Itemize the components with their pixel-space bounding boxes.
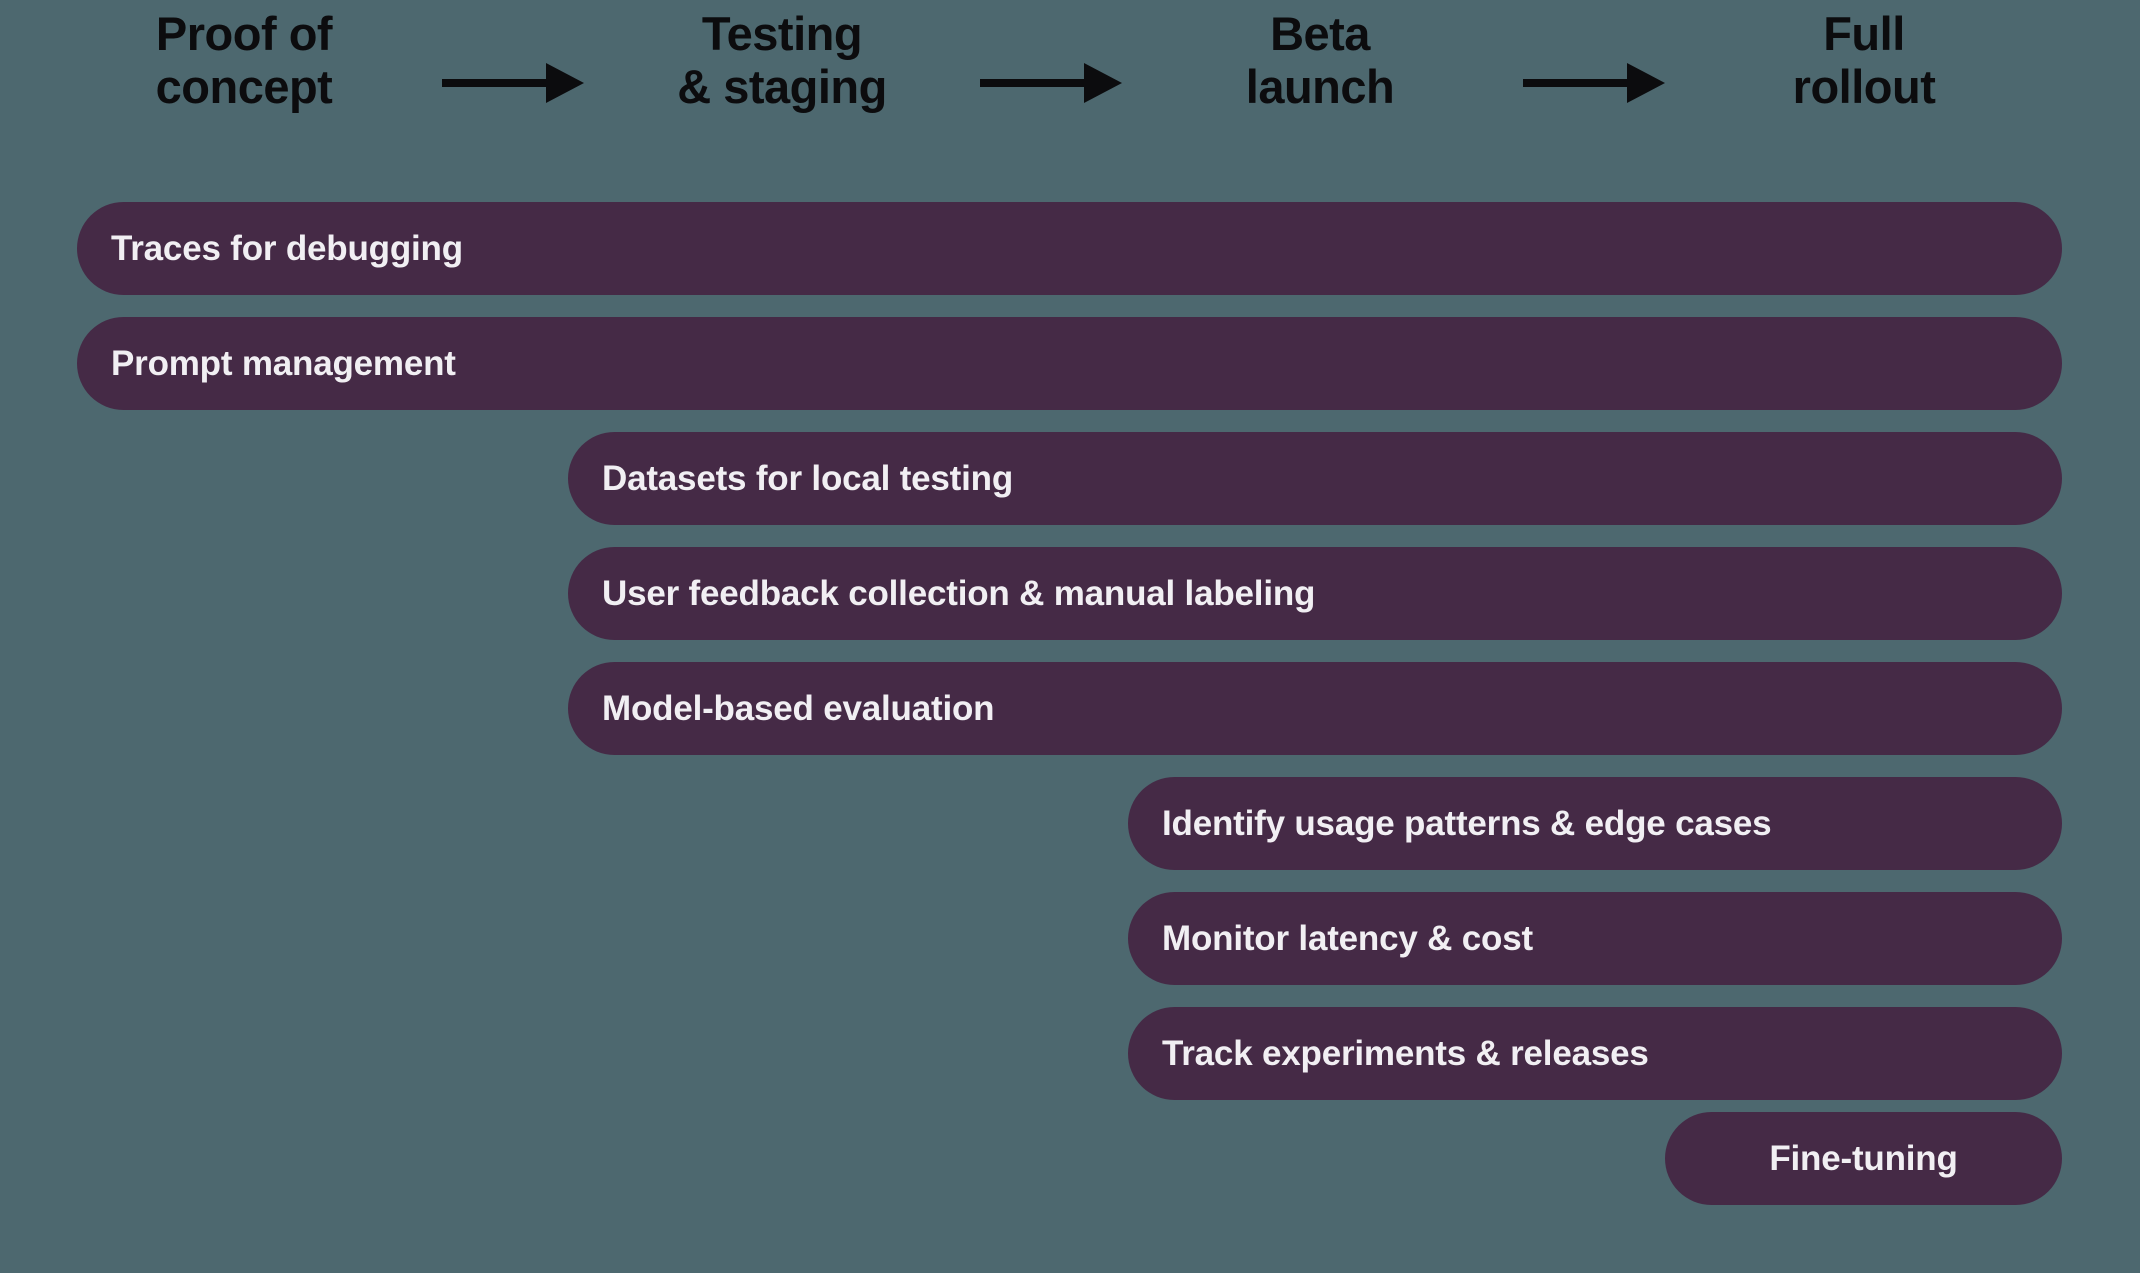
capability-pill-label: User feedback collection & manual labeli… — [602, 574, 1316, 613]
stage-full-rollout: Full rollout — [1792, 7, 1936, 113]
capability-pill-label: Traces for debugging — [111, 229, 463, 268]
stage-beta-launch: Beta launch — [1245, 7, 1395, 113]
capability-pill[interactable]: Track experiments & releases — [1128, 1007, 2062, 1100]
stage-arrow-icon — [442, 60, 584, 106]
capability-pill-label: Monitor latency & cost — [1162, 919, 1533, 958]
stage-arrow-icon — [1523, 60, 1665, 106]
stage-header-row: Proof of concept Testing & staging Beta la… — [0, 0, 2140, 160]
stage-arrow-icon — [980, 60, 1122, 106]
capability-pill-label: Fine-tuning — [1769, 1139, 1958, 1178]
stage-testing-and-staging: Testing & staging — [677, 7, 887, 113]
capability-pill-label: Prompt management — [111, 344, 456, 383]
capability-pill-label: Track experiments & releases — [1162, 1034, 1649, 1073]
capability-pill-label: Model-based evaluation — [602, 689, 995, 728]
capability-pill[interactable]: Monitor latency & cost — [1128, 892, 2062, 985]
capability-pill-label: Identify usage patterns & edge cases — [1162, 804, 1772, 843]
capability-pill[interactable]: Datasets for local testing — [568, 432, 2062, 525]
capability-pill-label: Datasets for local testing — [602, 459, 1014, 498]
capability-pill[interactable]: Traces for debugging — [77, 202, 2062, 295]
capability-pill[interactable]: Model-based evaluation — [568, 662, 2062, 755]
capability-pill[interactable]: Prompt management — [77, 317, 2062, 410]
capability-pill[interactable]: User feedback collection & manual labeli… — [568, 547, 2062, 640]
capability-pill[interactable]: Fine-tuning — [1665, 1112, 2062, 1205]
stage-proof-of-concept: Proof of concept — [155, 7, 333, 113]
capability-pill[interactable]: Identify usage patterns & edge cases — [1128, 777, 2062, 870]
